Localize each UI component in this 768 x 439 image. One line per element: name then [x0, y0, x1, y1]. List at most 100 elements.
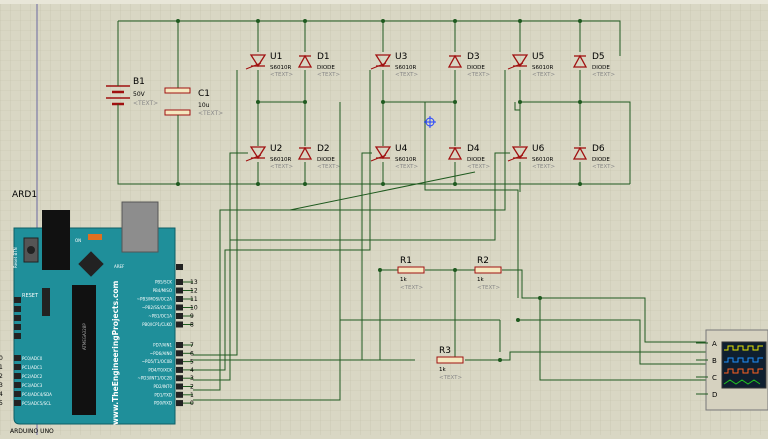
digital-pin-label: PD7/AIN1 [153, 343, 172, 348]
oscilloscope[interactable]: A B C D [696, 329, 768, 411]
scope-channel-c: C [712, 374, 717, 382]
resistor-text: <TEXT> [400, 285, 423, 291]
trace-b [724, 357, 763, 363]
resistor-value: 1k [439, 367, 446, 373]
digital-pin-number: 13 [190, 279, 198, 286]
digital-pin-number: 7 [190, 342, 194, 349]
digital-pin-label: ~PD5/T1/OC0B [142, 359, 173, 364]
thyristor-ref: U4 [395, 144, 408, 154]
capacitor-c1[interactable]: C1 10u <TEXT> [164, 87, 223, 120]
diode-text: <TEXT> [592, 164, 615, 170]
thyristor-type: S6010R [395, 65, 416, 71]
digital-pin [176, 391, 183, 398]
diode-type: DIODE [317, 65, 335, 71]
diode-layer: D1DIODE<TEXT>D2DIODE<TEXT>D3DIODE<TEXT>D… [297, 52, 615, 170]
diode-ref: D2 [317, 144, 330, 154]
on-label: ON [75, 238, 81, 243]
digital-pin [176, 383, 183, 390]
thyristor-text: <TEXT> [270, 164, 293, 170]
digital-pin-number: 6 [190, 350, 194, 357]
analog-pin-number: 1 [0, 364, 3, 371]
resistor-ref: R2 [477, 256, 489, 266]
digital-pin [176, 400, 183, 407]
aref-label: AREF [114, 264, 125, 269]
diode-type: DIODE [317, 157, 335, 163]
diode-ref: D3 [467, 52, 480, 62]
digital-pin [176, 350, 183, 357]
digital-pin-number: 9 [190, 313, 194, 320]
battery-ref: B1 [133, 77, 145, 87]
thyristor-type: S6010R [270, 65, 291, 71]
digital-pin [176, 366, 183, 373]
scope-channel-a: A [712, 340, 717, 348]
scope-channel-b: B [712, 357, 717, 365]
digital-pin-number: 3 [190, 375, 194, 382]
thyristor-text: <TEXT> [270, 72, 293, 78]
analog-pin-label: PC1/ADC1 [22, 365, 43, 370]
power-jack [121, 201, 159, 253]
origin-marker [424, 116, 436, 128]
trace-d [723, 379, 761, 385]
analog-pin-number: 5 [0, 400, 3, 407]
digital-pin-label: PB4/MISO [153, 288, 172, 293]
thyristor-ref: U6 [532, 144, 545, 154]
thyristor-ref: U1 [270, 52, 282, 62]
diode-ref: D1 [317, 52, 330, 62]
digital-pin-number: 0 [190, 400, 194, 407]
digital-pin-label: PD2/INT0 [153, 384, 172, 389]
arduino-model: ARDUINO UNO [10, 428, 54, 435]
digital-pin-label: ~PB1/OC1A [148, 314, 172, 319]
capacitor-text: <TEXT> [198, 110, 223, 117]
diode-type: DIODE [592, 65, 610, 71]
usb-connector [42, 210, 70, 270]
reset-button-label: Reset BTN [13, 247, 18, 268]
digital-pin [176, 375, 183, 382]
digital-pin [176, 358, 183, 365]
diode-type: DIODE [467, 65, 485, 71]
digital-pin-number: 2 [190, 384, 194, 391]
resistor-ref: R1 [400, 256, 412, 266]
capacitor-value: 10u [198, 102, 210, 109]
resistor-value: 1k [477, 277, 484, 283]
diode-text: <TEXT> [317, 164, 340, 170]
thyristor-text: <TEXT> [395, 164, 418, 170]
digital-header: 13PB5/SCK12PB4/MISO11~PB3/MOSI/OC2A10~PB… [137, 264, 198, 407]
toolbar-strip [0, 0, 768, 4]
diode-text: <TEXT> [467, 72, 490, 78]
thyristor-ref: U3 [395, 52, 407, 62]
analog-pin-label: PC3/ADC3 [22, 383, 43, 388]
thyristor-type: S6010R [270, 157, 291, 163]
digital-pin [176, 279, 183, 285]
digital-pin-label: PD1/TXD [154, 392, 172, 397]
diode-ref: D5 [592, 52, 605, 62]
battery-b1[interactable]: B1 50V <TEXT> [106, 72, 158, 118]
digital-pin-number: 12 [190, 288, 198, 295]
scope-channel-d: D [712, 391, 717, 399]
reset-header-label: RESET [22, 293, 39, 299]
trace-c [724, 368, 763, 374]
scope-channels: A B C D [696, 340, 717, 399]
battery-text: <TEXT> [133, 100, 158, 107]
analog-pin-number: 0 [0, 355, 3, 362]
atmega-label: ATMEGA328P [82, 323, 87, 350]
